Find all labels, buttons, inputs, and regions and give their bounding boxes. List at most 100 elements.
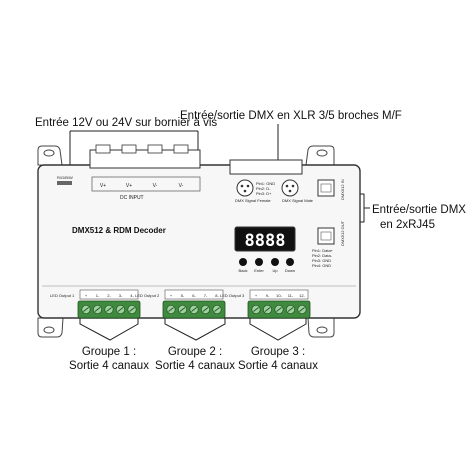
screw-slot — [253, 307, 259, 312]
terminal-label: 7- — [204, 293, 208, 298]
group-2-caption: Groupe 2 : Sortie 4 canaux — [150, 345, 240, 373]
terminal-label: + — [85, 293, 88, 298]
button-label: Enter — [254, 268, 264, 273]
group-1-bracket — [79, 318, 139, 341]
seven-segment-display: 8888 — [234, 226, 296, 252]
terminal-label-frame — [79, 289, 139, 300]
xlr-male-label: DMX Signal Male — [282, 198, 314, 203]
terminal-label-frame — [249, 289, 309, 300]
rj45-pin-label: Pin2: Data- — [312, 253, 333, 258]
button-back[interactable] — [239, 258, 247, 266]
screw-slot — [202, 307, 209, 312]
power-terminal-label: V- — [179, 183, 184, 189]
group-2-subtitle: Sortie 4 canaux — [155, 360, 235, 372]
screw-slot — [106, 307, 112, 312]
xlr-connector-housing — [229, 159, 303, 175]
power-terminal-labels: V+ V+ V- V- — [100, 183, 184, 189]
power-terminal-label: V+ — [100, 183, 106, 189]
terminal-label: + — [170, 293, 173, 298]
dc-input-label: DC INPUT — [120, 195, 144, 201]
button-up[interactable] — [271, 258, 279, 266]
rj45-port-in — [317, 179, 335, 197]
terminal-label: 11- — [288, 293, 294, 298]
screw-slot — [191, 307, 197, 312]
screw-slot — [117, 307, 124, 312]
status-led-label: R/G/B/W — [57, 175, 73, 180]
led-output-label: LED Output 1 — [50, 293, 75, 298]
terminal-label: 4- — [130, 293, 134, 298]
terminal-label: 10- — [276, 293, 282, 298]
mount-hole-top-right — [316, 149, 328, 157]
screw-slot — [83, 307, 89, 312]
screw-slot — [299, 307, 305, 312]
control-buttons: Back Enter Up Down — [239, 258, 295, 273]
power-terminal-label: V- — [153, 183, 158, 189]
power-input-annotation: Entrée 12V ou 24V sur bornier à vis — [35, 117, 218, 129]
screw-slot — [168, 307, 174, 312]
led-output-label: LED Output 2 — [135, 293, 160, 298]
rj45-out-label: DMX512 OUT — [340, 220, 345, 246]
group-2-bracket — [164, 318, 226, 341]
group-1-subtitle: Sortie 4 canaux — [69, 360, 149, 372]
group-1-title: Groupe 1 : — [81, 346, 137, 358]
xlr-female-label: DMX Signal Female — [235, 198, 271, 203]
group-1-caption: Groupe 1 : Sortie 4 canaux — [64, 345, 154, 373]
screw-slot — [129, 307, 135, 312]
terminal-label: 12- — [299, 293, 305, 298]
terminal-label: 2- — [107, 293, 111, 298]
terminal-label: 9- — [266, 293, 270, 298]
group-brackets — [79, 318, 307, 341]
dmx-rj45-annotation-line2: en 2xRJ45 — [380, 219, 435, 231]
group-3-caption: Groupe 3 : Sortie 4 canaux — [233, 345, 323, 373]
screw-slot — [179, 307, 186, 312]
power-terminal-label: V+ — [126, 183, 132, 189]
rj45-port-out — [317, 227, 335, 245]
rj45-in-label: DMX512 IN — [340, 179, 345, 200]
terminal-label: 6- — [192, 293, 196, 298]
led-output-label: LED Output 3 — [220, 293, 245, 298]
xlr-pin-label: Pin1: GND — [256, 181, 275, 186]
dmx-xlr-annotation: Entrée/sortie DMX en XLR 3/5 broches M/F — [180, 110, 402, 122]
terminal-label-frame — [164, 289, 224, 300]
xlr-female-connector — [236, 179, 254, 197]
led-output-blocks: LED Output 1 +1- 2- 3- 4-LED Output 2 +5- 6- 7-… — [50, 289, 311, 319]
dmx-rj45-annotation-line1: Entrée/sortie DMX — [372, 204, 466, 216]
xlr-pin-label: Pin2: D- — [256, 186, 271, 191]
xlr-pin-label: Pin3: D+ — [256, 191, 272, 196]
power-label-frame — [91, 176, 201, 192]
group-2-title: Groupe 2 : — [167, 346, 223, 358]
mount-hole-top-left — [43, 149, 55, 157]
screw-slot — [264, 307, 271, 312]
mount-hole-bottom-right — [316, 326, 328, 334]
button-down[interactable] — [286, 258, 294, 266]
group-3-title: Groupe 3 : — [250, 346, 306, 358]
rj45-pin-label: Pin3: GND — [312, 258, 331, 263]
display-value: 8888 — [245, 231, 286, 251]
button-enter[interactable] — [255, 258, 263, 266]
rj45-pin-label: Pin4: GND — [312, 263, 331, 268]
button-label: Back — [239, 268, 248, 273]
xlr-male-connector — [281, 179, 299, 197]
mounting-flanges — [37, 145, 335, 338]
terminal-label: 1- — [96, 293, 100, 298]
terminal-label: 3- — [119, 293, 123, 298]
screw-slot — [214, 307, 220, 312]
status-led: R/G/B/W — [57, 175, 73, 185]
button-label: Up — [272, 268, 278, 273]
group-3-bracket — [249, 318, 307, 341]
group-3-subtitle: Sortie 4 canaux — [238, 360, 318, 372]
button-label: Down — [285, 268, 295, 273]
power-terminal-block — [89, 144, 201, 169]
mount-hole-bottom-left — [43, 326, 55, 334]
terminal-label: + — [255, 293, 258, 298]
screw-slot — [276, 307, 282, 312]
device-name: DMX512 & RDM Decoder — [72, 226, 166, 235]
screw-slot — [287, 307, 294, 312]
terminal-label: 8- — [215, 293, 219, 298]
screw-slot — [94, 307, 101, 312]
terminal-label: 5- — [181, 293, 185, 298]
rj45-pin-label: Pin1: Data+ — [312, 248, 334, 253]
